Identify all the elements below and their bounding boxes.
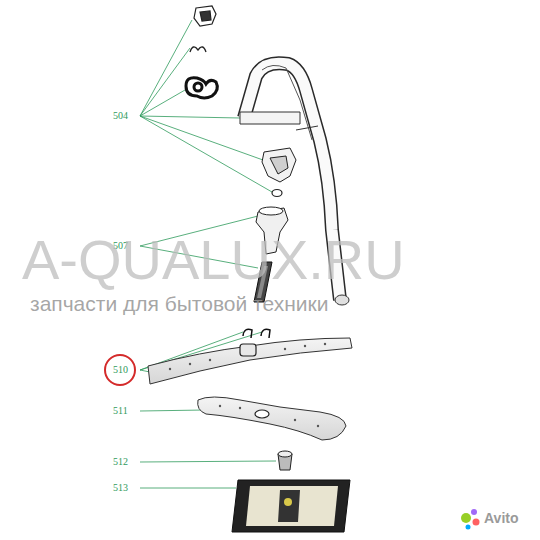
watermark: A-QUALUX.RU [22, 232, 405, 288]
callout-number: 513 [113, 483, 128, 493]
arm-clips [243, 329, 270, 338]
ring-clip [186, 78, 217, 98]
filter-plate [232, 480, 350, 532]
avito-logo [461, 509, 480, 530]
top-clip [194, 6, 216, 26]
o-ring [272, 190, 282, 197]
highlight-circle [105, 355, 135, 385]
clip-pair [190, 47, 206, 52]
watermark-subtitle: запчасти для бытовой техники [30, 293, 328, 314]
upper-spray-arm [148, 338, 352, 384]
pipe-connector [262, 148, 296, 182]
arm-nozzle [278, 451, 292, 470]
lower-spray-arm [198, 397, 346, 440]
callout-number: 510 [113, 365, 128, 375]
callout-number: 512 [113, 457, 128, 467]
avito-watermark: Avito [484, 511, 518, 525]
callout-number: 511 [113, 406, 128, 416]
callout-number: 504 [113, 111, 128, 121]
